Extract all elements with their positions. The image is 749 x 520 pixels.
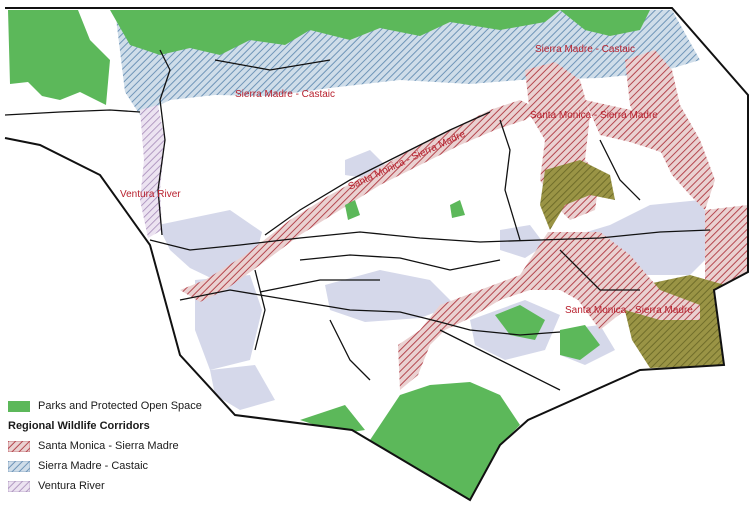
map-legend: Parks and Protected Open Space Regional … [8, 396, 278, 496]
corridor-sm-sm-diagonal[interactable] [180, 100, 540, 302]
map-features [5, 10, 748, 500]
label-santa-monica-sierra-madre-se: Santa Monica - Sierra Madre [565, 305, 693, 316]
legend-row-santa-monica-sierra-madre: Santa Monica - Sierra Madre [8, 436, 278, 456]
urban-areas [158, 150, 720, 410]
park-south-middle[interactable] [495, 305, 545, 340]
legend-swatch-sierra-madre-castaic [8, 460, 30, 472]
label-sierra-madre-castaic-center: Sierra Madre - Castaic [235, 89, 335, 100]
park-south-large[interactable] [370, 382, 520, 500]
label-ventura-river: Ventura River [120, 189, 181, 200]
legend-heading: Regional Wildlife Corridors [8, 420, 150, 432]
legend-label-ventura-river: Ventura River [38, 480, 105, 492]
legend-row-sierra-madre-castaic: Sierra Madre - Castaic [8, 456, 278, 476]
park-north-east[interactable] [560, 10, 650, 36]
park-central-a[interactable] [345, 200, 360, 220]
park-south-middle-b[interactable] [560, 325, 600, 360]
legend-swatch-santa-monica-sierra-madre [8, 440, 30, 452]
park-northwest[interactable] [8, 10, 110, 105]
road-network [5, 49, 711, 391]
label-santa-monica-sierra-madre-ne: Santa Monica - Sierra Madre [530, 110, 658, 121]
corridor-olive-central-east[interactable] [540, 160, 615, 230]
legend-label-santa-monica-sierra-madre: Santa Monica - Sierra Madre [38, 440, 179, 452]
county-boundary [4, 7, 749, 502]
legend-swatch-parks [8, 400, 30, 412]
legend-label-sierra-madre-castaic: Sierra Madre - Castaic [38, 460, 149, 472]
legend-row-parks: Parks and Protected Open Space [8, 396, 278, 416]
legend-row-ventura-river: Ventura River [8, 476, 278, 496]
legend-swatch-ventura-river [8, 480, 30, 492]
corridor-sm-sm-south[interactable] [398, 232, 700, 390]
legend-label-parks: Parks and Protected Open Space [38, 400, 202, 412]
label-sierra-madre-castaic-east: Sierra Madre - Castaic [535, 44, 635, 55]
corridor-sm-sm-north-east-c[interactable] [585, 100, 680, 160]
park-central-b[interactable] [450, 200, 465, 218]
park-north-strip[interactable] [110, 10, 560, 55]
park-south-west[interactable] [300, 405, 365, 432]
